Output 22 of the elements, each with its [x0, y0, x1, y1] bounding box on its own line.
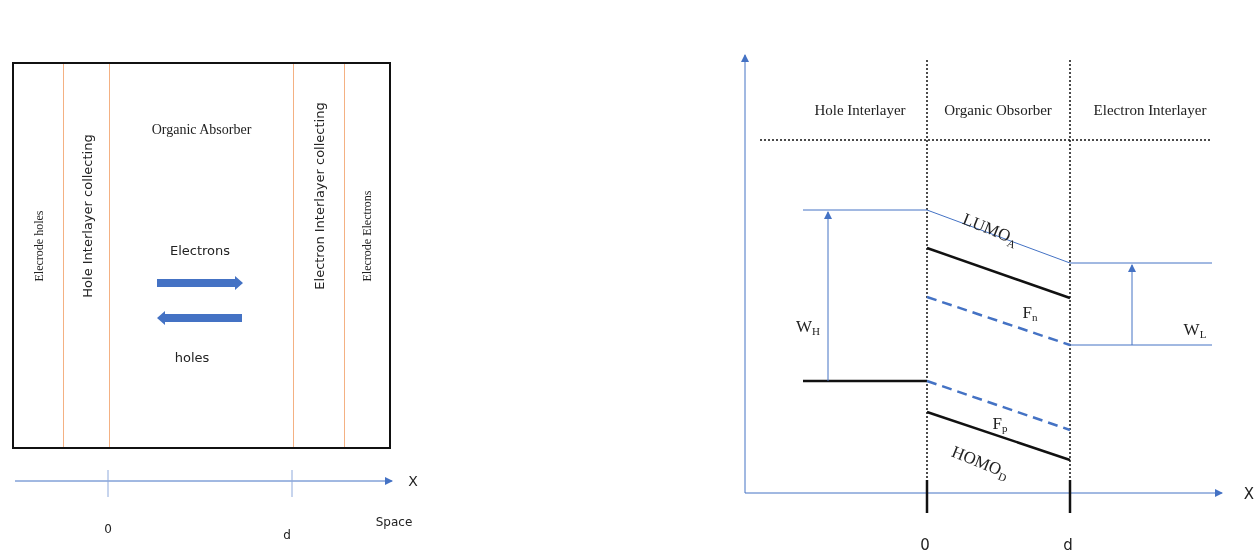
axis-label: X: [1243, 485, 1255, 503]
layer-label: Hole Interlayer collecting: [79, 133, 94, 298]
region-label: Electron Interlayer: [1093, 101, 1207, 119]
tick-label: d: [283, 528, 291, 542]
axis-label: X: [408, 473, 418, 489]
axis-title: Space: [375, 515, 413, 529]
energy-label: W$_{H}$: [796, 316, 820, 338]
carrier-label: Electrons: [169, 242, 231, 258]
level-label: F$_{n}$: [1022, 302, 1038, 324]
region-label: Organic Obsorber: [944, 101, 1052, 119]
layer-label: Electron Interlayer collecting: [311, 101, 327, 290]
level-label: F$_{p}$: [992, 413, 1008, 435]
region-label: Hole Interlayer: [814, 101, 906, 119]
layer-label: Organic Absorber: [151, 122, 252, 138]
tick-label: 0: [920, 536, 930, 552]
tick-label: 0: [104, 522, 112, 536]
energy-label: W$_{L}$: [1183, 319, 1207, 341]
tick-label: d: [1063, 536, 1073, 552]
device-box: [12, 62, 391, 449]
layer-label: Elecrode Electrons: [359, 190, 375, 281]
carrier-label: holes: [174, 349, 210, 365]
layer-label: Elecrode holes: [31, 210, 46, 281]
